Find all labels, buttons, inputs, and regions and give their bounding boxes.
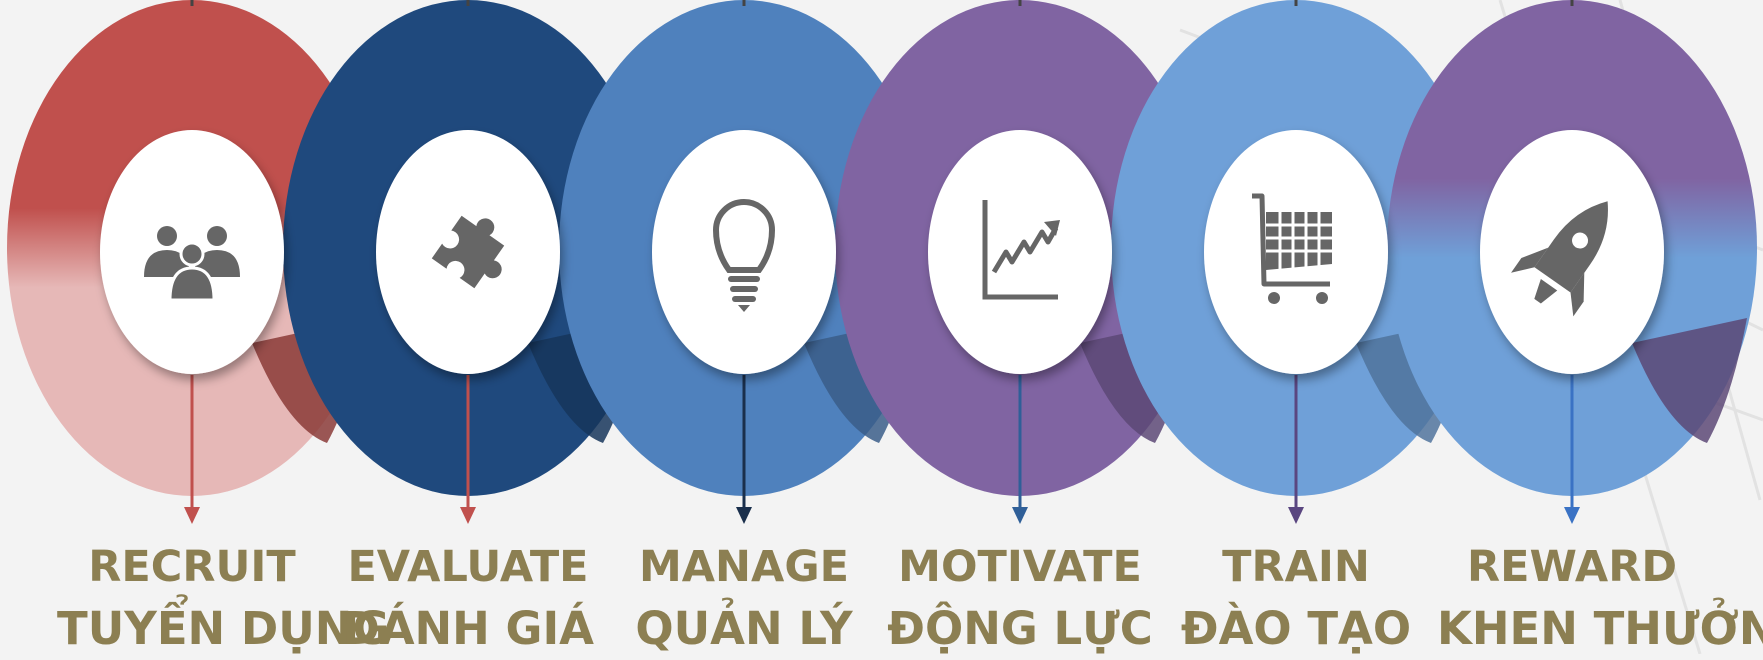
step-title-en: MANAGE (638, 542, 849, 592)
step-fold-reward (1632, 318, 1747, 443)
people-group-icon (144, 226, 240, 302)
step-title-en: REWARD (1466, 542, 1678, 592)
step-label-reward: REWARD KHEN THƯỞNG (1437, 536, 1763, 660)
connector-arrow (1288, 507, 1304, 524)
step-title-en: EVALUATE (347, 542, 589, 592)
step-title-vi: KHEN THƯỞNG (1437, 602, 1763, 655)
step-title-en: RECRUIT (88, 542, 296, 592)
connector-arrow (736, 507, 752, 524)
step-title-vi: QUẢN LÝ (635, 602, 853, 655)
step-label-train: TRAIN ĐÀO TẠO (1161, 536, 1431, 660)
step-label-recruit: RECRUIT TUYỂN DỤNG (57, 536, 390, 660)
growth-chart-icon (982, 200, 1060, 300)
connector-arrow (460, 507, 476, 524)
step-title-vi: ĐÀO TẠO (1180, 602, 1412, 655)
connector-arrow (1564, 507, 1580, 524)
puzzle-piece-icon (431, 215, 505, 289)
step-title-vi: ĐÁNH GIÁ (341, 602, 595, 655)
connector-arrow (1012, 507, 1028, 524)
step-label-evaluate: EVALUATE ĐÁNH GIÁ (333, 536, 603, 660)
step-title-en: MOTIVATE (898, 542, 1142, 592)
shopping-cart-icon (1252, 193, 1332, 304)
step-title-en: TRAIN (1222, 542, 1370, 592)
step-title-vi: ĐỘNG LỰC (887, 602, 1153, 655)
step-title-vi: TUYỂN DỤNG (57, 602, 390, 655)
step-label-manage: MANAGE QUẢN LÝ (609, 536, 879, 660)
connector-arrow (184, 507, 200, 524)
lightbulb-icon (712, 199, 776, 312)
step-label-motivate: MOTIVATE ĐỘNG LỰC (885, 536, 1155, 660)
rocket-icon (1511, 201, 1608, 317)
icon-circle-manage (652, 130, 836, 374)
